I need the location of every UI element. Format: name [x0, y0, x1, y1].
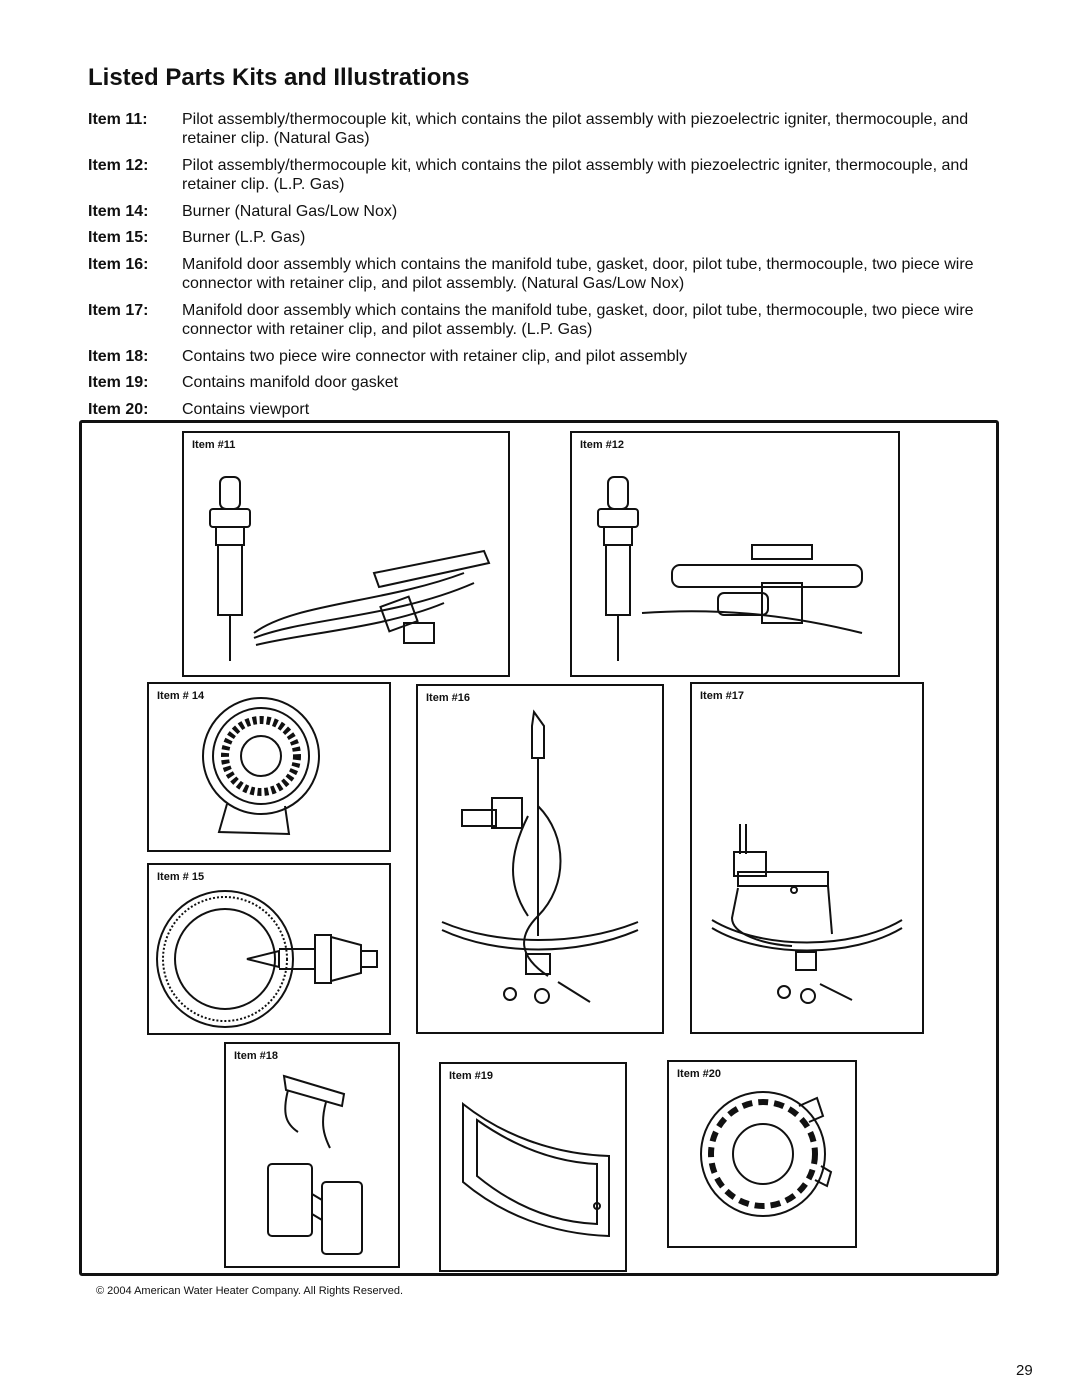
item-label: Item 19:	[88, 374, 149, 391]
item-16-caption: Item #16	[426, 692, 471, 704]
item-15-caption: Item # 15	[157, 871, 205, 883]
item-14-illustration: Item # 14	[147, 682, 391, 852]
item-description: Contains two piece wire connector with r…	[182, 348, 688, 365]
item-label: Item 16:	[88, 256, 149, 273]
page-title: Listed Parts Kits and Illustrations	[88, 64, 470, 91]
wire-connector-drawing	[267, 1074, 363, 1255]
item-19-row: Item 19: Contains manifold door gasket	[88, 373, 988, 392]
item-label: Item 14:	[88, 203, 149, 220]
item-label: Item 12:	[88, 157, 149, 174]
item-17-row: Item 17: Manifold door assembly which co…	[88, 301, 988, 339]
item-20-illustration: Item #20	[667, 1060, 857, 1248]
item-12-row: Item 12: Pilot assembly/thermocouple kit…	[88, 156, 988, 194]
illustrations-frame	[79, 420, 999, 1276]
item-description: Contains viewport	[182, 401, 310, 418]
item-15-row: Item 15: Burner (L.P. Gas)	[88, 228, 988, 247]
item-17-illustration: Item #17	[690, 682, 924, 1034]
item-11-caption: Item #11	[192, 439, 236, 451]
item-11-illustration: Item #11	[182, 431, 510, 677]
item-15-illustration: Item # 15	[147, 863, 391, 1035]
item-label: Item 17:	[88, 302, 149, 319]
item-description: Pilot assembly/thermocouple kit, which c…	[182, 111, 969, 147]
pilot-assembly-lp-gas-drawing	[597, 476, 863, 661]
item-description: Pilot assembly/thermocouple kit, which c…	[182, 157, 969, 193]
viewport-drawing	[700, 1091, 833, 1217]
item-11-row: Item 11: Pilot assembly/thermocouple kit…	[88, 110, 988, 148]
item-12-caption: Item #12	[580, 439, 625, 451]
item-18-illustration: Item #18	[224, 1042, 400, 1268]
item-17-caption: Item #17	[700, 690, 745, 702]
item-18-caption: Item #18	[234, 1050, 279, 1062]
item-label: Item 20:	[88, 401, 149, 418]
item-18-row: Item 18: Contains two piece wire connect…	[88, 347, 988, 366]
item-12-illustration: Item #12	[570, 431, 900, 677]
item-description: Contains manifold door gasket	[182, 374, 399, 391]
burner-natural-gas-drawing	[202, 697, 320, 836]
item-label: Item 15:	[88, 229, 149, 246]
item-description: Burner (Natural Gas/Low Nox)	[182, 203, 398, 220]
item-label: Item 11:	[88, 111, 148, 128]
item-description: Manifold door assembly which contains th…	[182, 302, 974, 338]
item-19-illustration: Item #19	[439, 1062, 627, 1272]
item-19-caption: Item #19	[449, 1070, 494, 1082]
item-20-row: Item 20: Contains viewport	[88, 400, 988, 419]
item-16-illustration: Item #16	[416, 684, 664, 1034]
item-20-caption: Item #20	[677, 1068, 722, 1080]
manifold-door-lp-gas-drawing	[711, 824, 903, 1004]
item-label: Item 18:	[88, 348, 149, 365]
item-16-row: Item 16: Manifold door assembly which co…	[88, 255, 988, 293]
pilot-assembly-natural-gas-drawing	[209, 476, 491, 661]
manifold-door-gasket-drawing	[462, 1101, 610, 1238]
item-14-caption: Item # 14	[157, 690, 205, 702]
copyright-footer: © 2004 American Water Heater Company. Al…	[96, 1285, 404, 1297]
item-description: Burner (L.P. Gas)	[182, 229, 306, 246]
page-number: 29	[1016, 1362, 1033, 1379]
item-description: Manifold door assembly which contains th…	[182, 256, 974, 292]
manifold-door-natural-gas-drawing	[441, 709, 639, 1004]
item-14-row: Item 14: Burner (Natural Gas/Low Nox)	[88, 202, 988, 221]
burner-lp-gas-drawing	[156, 890, 378, 1028]
